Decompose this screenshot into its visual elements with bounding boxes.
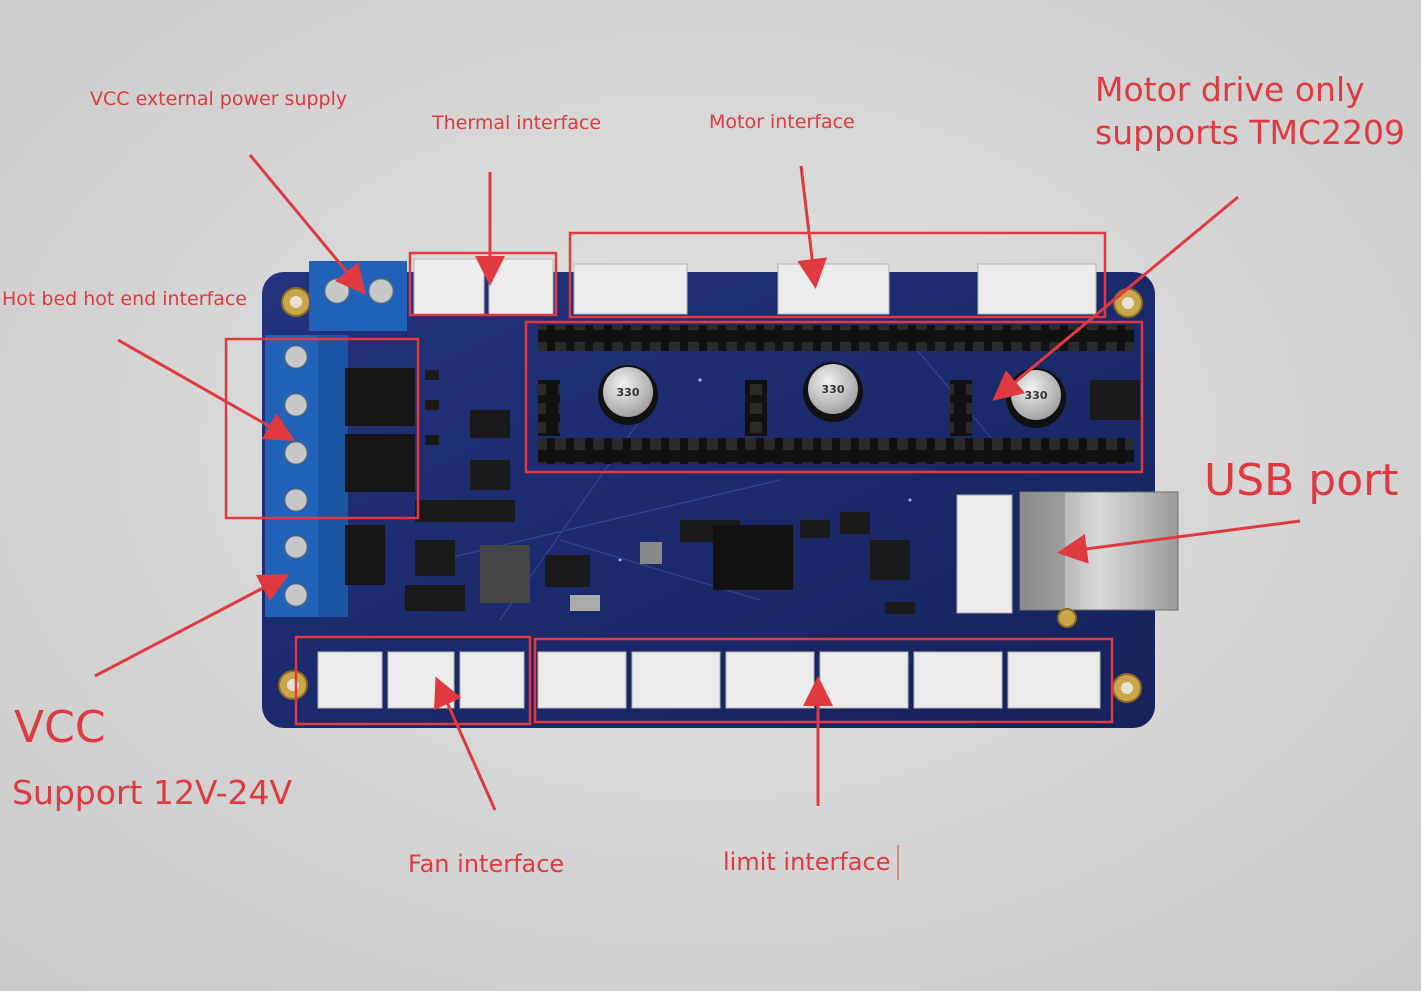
capacitor-marking-2: 330 xyxy=(822,383,845,396)
vcc-external-label: VCC external power supply xyxy=(90,88,348,110)
smd-components xyxy=(405,370,1140,614)
motor-box xyxy=(568,231,1107,319)
driver-headers xyxy=(538,325,1134,464)
motor-label: Motor interface xyxy=(709,111,855,133)
capacitor-marking-1: 330 xyxy=(617,386,640,399)
left-terminal-strip xyxy=(265,335,348,617)
limit-connectors xyxy=(537,651,1101,709)
hotbed-box xyxy=(224,337,420,520)
pcb-board xyxy=(262,272,1155,728)
fan-connectors xyxy=(317,651,525,709)
capacitor-marking-3: 330 xyxy=(1025,389,1048,402)
motor-connectors xyxy=(573,263,1097,315)
vcc-support-label: Support 12V-24V xyxy=(12,773,293,812)
driver-box xyxy=(524,320,1144,474)
thermal-label: Thermal interface xyxy=(432,112,602,134)
limit-box xyxy=(533,637,1114,724)
thermal-connectors xyxy=(413,258,554,316)
annotation-arrows xyxy=(94,154,1301,811)
thermal-box xyxy=(408,251,558,317)
mcu-chip xyxy=(713,525,793,590)
annotation-boxes xyxy=(224,231,1144,726)
usb-label: USB port xyxy=(1204,455,1399,506)
usb-port xyxy=(956,491,1179,614)
tmc-label-line1: Motor drive only xyxy=(1095,70,1365,109)
limit-label: limit interface xyxy=(723,848,891,876)
fan-label: Fan interface xyxy=(408,850,565,878)
mosfets xyxy=(345,368,415,585)
capacitors xyxy=(598,362,1066,428)
tmc-label-line2: supports TMC2209 xyxy=(1095,113,1406,152)
vcc-external-terminal xyxy=(309,261,407,331)
fan-box xyxy=(294,635,532,726)
vcc-label: VCC xyxy=(14,702,106,753)
hotbed-label: Hot bed hot end interface xyxy=(2,288,247,310)
